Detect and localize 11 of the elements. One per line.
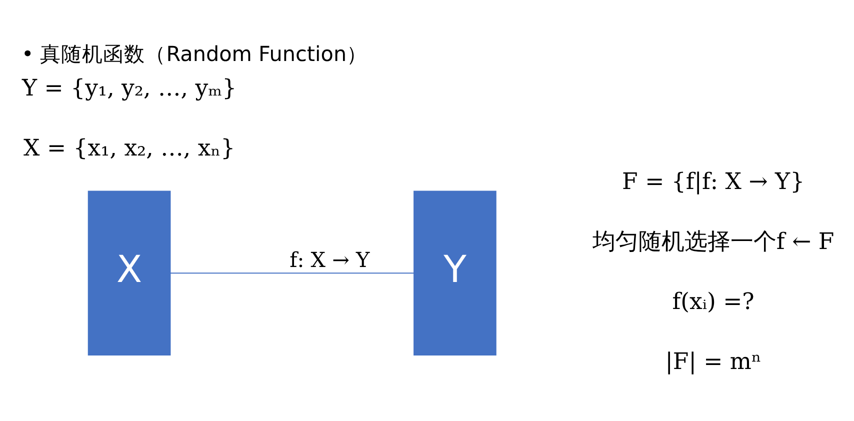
label: F = {f|f: X → Y} <box>622 168 805 194</box>
node-box: Y <box>414 190 496 355</box>
label: Y = {y₁, y₂, …, yₘ} <box>22 75 237 102</box>
connector <box>170 272 414 274</box>
node-box: X <box>88 190 171 355</box>
label: f(xᵢ) =? <box>672 288 754 314</box>
label: 均匀随机选择一个f ← F <box>592 228 834 254</box>
diagram-title: • 真随机函数（Random Function） <box>21 41 368 66</box>
edge-label: f: X → Y <box>290 247 370 272</box>
label: |F| = mⁿ <box>665 348 762 375</box>
label: X = {x₁, x₂, …, xₙ} <box>24 135 236 162</box>
